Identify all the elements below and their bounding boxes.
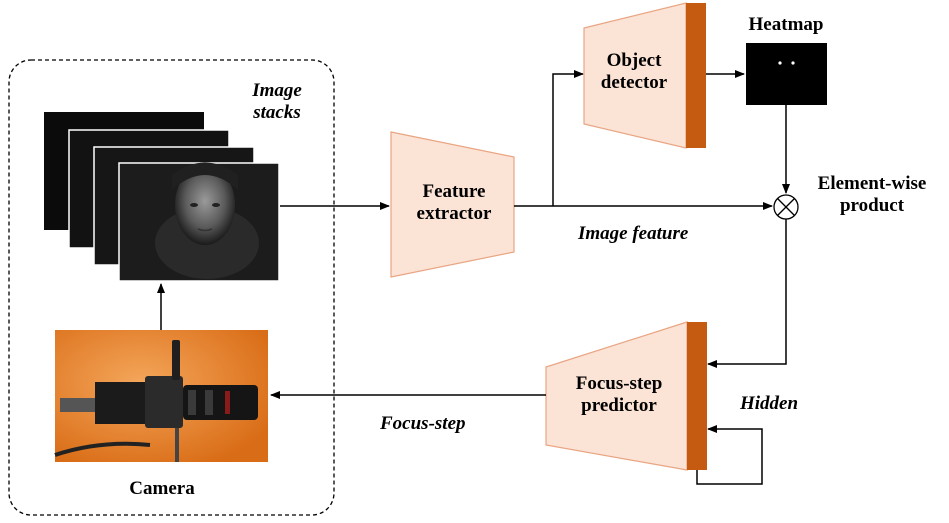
camera-label: Camera <box>129 478 195 499</box>
image-stack <box>44 112 280 282</box>
face-image <box>155 162 259 279</box>
capture-group-frame <box>8 59 335 516</box>
hidden-label: Hidden <box>740 393 799 414</box>
focus-step-predictor-block <box>545 321 707 471</box>
feature-extractor-label: Feature extractor <box>416 181 492 224</box>
heatmap-label: Heatmap <box>748 14 824 35</box>
image-stacks-label: Image stacks <box>252 80 302 123</box>
circled-times-icon <box>773 194 799 220</box>
feature-extractor-block <box>390 131 515 278</box>
extractor-to-detector-arrow <box>552 70 584 206</box>
object-detector-block <box>583 2 706 149</box>
heatmap-image <box>746 43 827 105</box>
element-wise-product-label: Element-wise product <box>817 173 927 216</box>
object-detector-label: Object detector <box>600 50 668 93</box>
image-feature-label: Image feature <box>578 223 689 244</box>
focus-step-label: Focus-step <box>380 413 466 434</box>
product-to-predictor-arrow <box>707 219 787 368</box>
focus-step-predictor-label: Focus-step predictor <box>575 373 663 416</box>
camera-photo <box>54 330 268 462</box>
hidden-loop-arrow <box>696 425 763 485</box>
